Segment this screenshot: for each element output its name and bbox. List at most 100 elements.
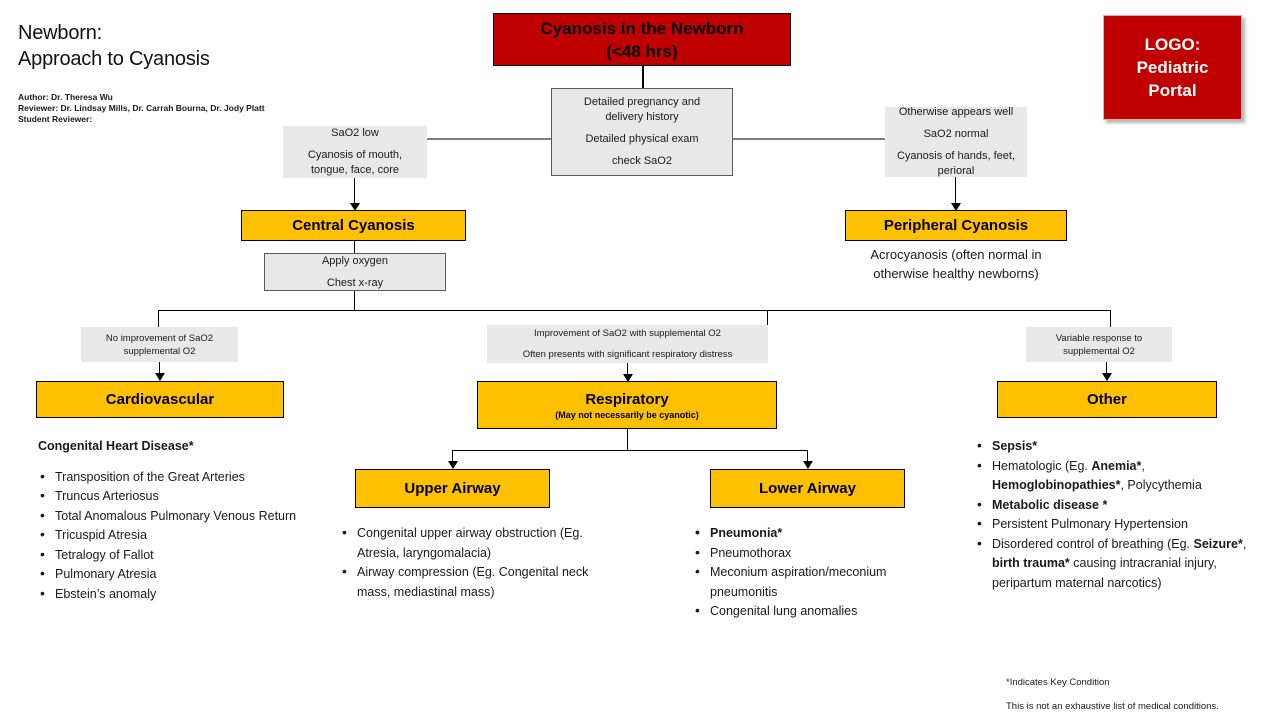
logo-line1: LOGO: [1144, 35, 1201, 54]
right-criteria-line1: Otherwise appears well [898, 106, 1014, 118]
right-criteria-line2: SaO2 normal [923, 128, 989, 140]
upper-airway-list: Congenital upper airway obstruction (Eg.… [340, 523, 606, 602]
oxygen-step-line2: Chest x-ray [326, 276, 384, 289]
node-peripheral-cyanosis: Peripheral Cyanosis [845, 210, 1067, 241]
root-line2: (<48 hrs) [606, 41, 678, 61]
workup-line3: Detailed physical exam [585, 133, 699, 145]
connector-root-to-workup [642, 66, 644, 88]
footnote-key: *Indicates Key Condition [1006, 677, 1110, 688]
logo-line2: Pediatric [1136, 58, 1209, 77]
connector-right-criteria-to-peripheral [955, 177, 956, 205]
cardiovascular-label: Cardiovascular [105, 391, 215, 408]
left-criteria-line3: tongue, face, core [310, 164, 400, 176]
list-item: Pneumonia* [693, 523, 943, 544]
workup-line2: delivery history [605, 111, 679, 123]
right-criteria-box: Otherwise appears well SaO2 normal Cyano… [885, 106, 1027, 177]
arrow-resp-criteria-to-node [623, 374, 633, 382]
lower-airway-label: Lower Airway [759, 480, 856, 497]
node-central-cyanosis: Central Cyanosis [241, 210, 466, 241]
connector-respiratory-bus [452, 450, 808, 451]
peripheral-note-line2: otherwise healthy newborns) [873, 266, 1039, 281]
connector-oxygen-drop [354, 291, 355, 311]
other-criteria-line1: Variable response to [1055, 332, 1143, 344]
list-item: Pneumothorax [693, 543, 943, 564]
lower-airway-items: Pneumonia* Pneumothorax Meconium aspirat… [693, 523, 943, 622]
resp-criteria-box: Improvement of SaO2 with supplemental O2… [487, 325, 768, 363]
connector-respiratory-drop [627, 429, 628, 450]
upper-airway-label: Upper Airway [404, 480, 501, 497]
cardiovascular-list: Congenital Heart Disease* Transposition … [38, 437, 310, 604]
connector-bus-to-lower-airway [807, 450, 808, 468]
credits-block: Author: Dr. Theresa Wu Reviewer: Dr. Lin… [18, 92, 418, 125]
resp-criteria-line1: Improvement of SaO2 with supplemental O2 [534, 327, 721, 339]
node-other: Other [997, 381, 1217, 418]
connector-left-criteria-to-central [354, 178, 355, 205]
arrow-left-criteria-to-central [350, 203, 360, 211]
list-item: Transposition of the Great Arteries [38, 467, 310, 488]
list-item: Total Anomalous Pulmonary Venous Return [38, 506, 310, 527]
list-item: Airway compression (Eg. Congenital neck … [340, 562, 606, 602]
connector-other-criteria-to-node [1106, 362, 1107, 380]
logo-box: LOGO: Pediatric Portal [1103, 15, 1242, 120]
workup-line4: check SaO2 [612, 155, 672, 167]
right-criteria-line4: perioral [937, 165, 975, 177]
other-list: Sepsis* Hematologic (Eg. Anemia*, Hemogl… [975, 436, 1265, 594]
left-criteria-box: SaO2 low Cyanosis of mouth, tongue, face… [283, 126, 427, 178]
list-item: Persistent Pulmonary Hypertension [975, 514, 1265, 535]
cardiovascular-items: Transposition of the Great Arteries Trun… [38, 467, 310, 605]
connector-three-way-bus [158, 310, 1111, 311]
right-criteria-line3: Cyanosis of hands, feet, [896, 150, 1015, 162]
page-title-line2: Approach to Cyanosis [18, 48, 210, 70]
connector-central-to-oxygen [354, 241, 355, 253]
peripheral-note-line1: Acrocyanosis (often normal in [870, 247, 1042, 262]
left-criteria-line1: SaO2 low [331, 127, 379, 139]
page-title-line1: Newborn: [18, 22, 102, 44]
root-line1: Cyanosis in the Newborn [540, 18, 744, 38]
peripheral-cyanosis-label: Peripheral Cyanosis [883, 217, 1029, 234]
list-item: Truncus Arteriosus [38, 486, 310, 507]
root-node-cyanosis-newborn: Cyanosis in the Newborn (<48 hrs) [493, 13, 791, 66]
other-criteria-box: Variable response to supplemental O2 [1026, 327, 1172, 362]
list-item: Pulmonary Atresia [38, 564, 310, 585]
connector-bus-to-upper-airway [452, 450, 453, 468]
other-criteria-line2: supplemental O2 [1063, 345, 1135, 357]
list-item: Meconium aspiration/meconium pneumonitis [693, 562, 943, 602]
upper-airway-items: Congenital upper airway obstruction (Eg.… [340, 523, 606, 602]
list-item: Metabolic disease * [975, 495, 1265, 516]
list-item: Tricuspid Atresia [38, 525, 310, 546]
cardiovascular-heading: Congenital Heart Disease* [38, 439, 194, 453]
list-item: Sepsis* [975, 436, 1265, 457]
central-cyanosis-label: Central Cyanosis [292, 217, 415, 234]
footnote-disclaimer: This is not an exhaustive list of medica… [1006, 701, 1219, 712]
list-item: Disordered control of breathing (Eg. Sei… [975, 534, 1265, 594]
credit-author: Author: Dr. Theresa Wu [18, 92, 113, 102]
list-item: Ebstein’s anomaly [38, 584, 310, 605]
arrow-bus-to-upper-airway [448, 461, 458, 469]
cardio-criteria-line1: No improvement of SaO2 [105, 332, 214, 344]
oxygen-step-box: Apply oxygen Chest x-ray [264, 253, 446, 291]
connector-bus-to-cardio-criteria [158, 310, 159, 327]
node-cardiovascular: Cardiovascular [36, 381, 284, 418]
list-item: Congenital upper airway obstruction (Eg.… [340, 523, 606, 563]
node-upper-airway: Upper Airway [355, 469, 550, 508]
connector-bus-to-resp-criteria [767, 310, 768, 327]
list-item: Hematologic (Eg. Anemia*, Hemoglobinopat… [975, 456, 1265, 496]
connector-resp-criteria-to-node [627, 363, 628, 381]
other-items: Sepsis* Hematologic (Eg. Anemia*, Hemogl… [975, 436, 1265, 594]
peripheral-cyanosis-note: Acrocyanosis (often normal in otherwise … [840, 245, 1072, 283]
credit-student-reviewer: Student Reviewer: [18, 114, 93, 124]
resp-criteria-line2: Often presents with significant respirat… [522, 348, 733, 360]
respiratory-sublabel: (May not necessarily be cyanotic) [555, 409, 699, 420]
node-respiratory: Respiratory (May not necessarily be cyan… [477, 381, 777, 429]
logo-line3: Portal [1148, 81, 1197, 100]
list-item: Congenital lung anomalies [693, 601, 943, 622]
connector-bus-to-other-criteria [1110, 310, 1111, 327]
connector-workup-to-left-criteria [427, 138, 551, 140]
oxygen-step-line1: Apply oxygen [321, 254, 389, 267]
workup-box: Detailed pregnancy and delivery history … [551, 88, 733, 176]
cardio-criteria-box: No improvement of SaO2 supplemental O2 [81, 327, 238, 362]
lower-airway-list: Pneumonia* Pneumothorax Meconium aspirat… [693, 523, 943, 622]
connector-workup-to-right-criteria [733, 138, 885, 140]
arrow-bus-to-lower-airway [803, 461, 813, 469]
